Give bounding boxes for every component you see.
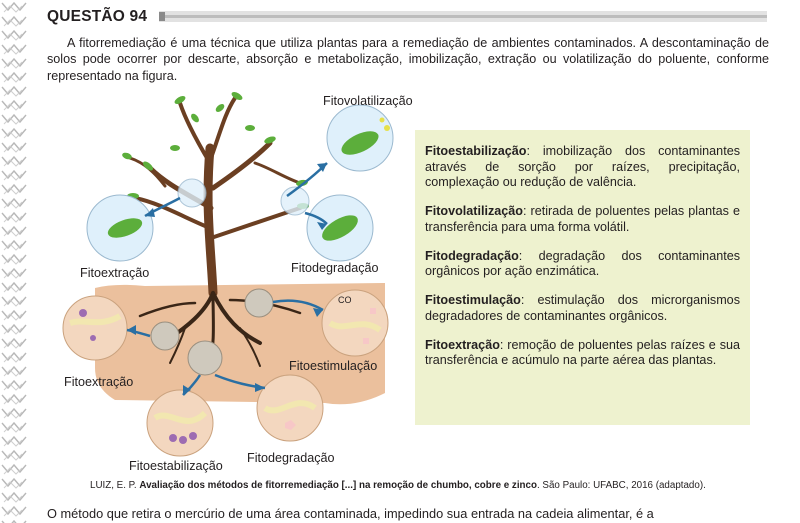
label-fitovolatilizacao: Fitovolatilização [323,94,413,108]
soil-area [95,283,385,405]
definition-fitovolatilizacao: Fitovolatilização: retirada de poluentes… [425,204,740,234]
source-citation: LUIZ, E. P. Avaliação dos métodos de fit… [90,480,706,491]
circle-fitoestabilizacao [146,389,214,457]
root-zoom-circle-2 [244,288,274,318]
label-fitoestimulacao: Fitoestimulação [289,359,378,373]
circle-fitodegradacao-top [306,194,374,262]
definition-fitoextracao: Fitoextração: remoção de poluentes pelas… [425,337,740,368]
side-decorative-pattern [0,0,30,523]
branch-zoom-circle-left [177,178,207,208]
root-zoom-circle-1 [187,340,223,376]
co-label: CO [338,295,352,305]
definition-fitoestabilizacao: Fitoestabilização: imobilização dos cont… [425,144,740,189]
circle-fitoestimulacao [321,289,389,357]
figure-illustration: CO [62,92,394,457]
definition-fitodegradacao: Fitodegradação: degradação dos contamina… [425,248,740,279]
definitions-box: Fitoestabilização: imobilização dos cont… [415,130,750,425]
root-zoom-circle-3 [150,321,180,351]
label-fitodegradacao-bottom: Fitodegradação [247,451,335,465]
phytoremediation-figure: CO [55,88,415,478]
definition-fitoestimulacao: Fitoestimulação: estimulação dos microrg… [425,293,740,323]
header-rule [159,11,767,22]
question-title: QUESTÃO 94 [47,8,148,25]
label-fitoestabilizacao: Fitoestabilização [129,459,223,473]
circle-fitoextracao-bottom [62,295,128,361]
label-fitoextracao-top: Fitoextração [80,266,150,280]
question-header: QUESTÃO 94 [47,6,767,28]
tree-trunk [128,96,302,298]
arrow-heads [127,163,327,395]
question-stem: O método que retira o mercúrio de uma ár… [47,506,654,521]
circle-fitoextracao-top [86,194,154,262]
circle-fitovolatilizacao [326,104,394,172]
label-fitoextracao-bottom: Fitoextração [64,375,134,389]
label-fitodegradacao-top: Fitodegradação [291,261,379,275]
circle-fitodegradacao-bottom [256,374,324,442]
intro-paragraph: A fitorremediação é uma técnica que util… [47,36,769,83]
